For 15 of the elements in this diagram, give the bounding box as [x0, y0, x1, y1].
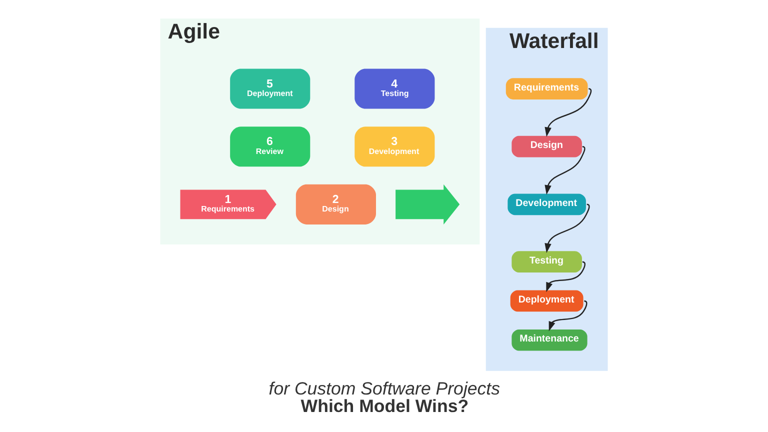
- node-box: Maintenance: [512, 329, 588, 351]
- node-arrow: [396, 184, 460, 224]
- node-box: Testing: [512, 251, 582, 272]
- arrow: [546, 261, 586, 292]
- node-box: Development: [508, 194, 586, 216]
- node-box: 2 Design: [296, 184, 376, 224]
- node-box: Deployment: [510, 290, 584, 312]
- node-box: 5 Deployment: [230, 68, 310, 109]
- diagram-title: for Custom Software Projects Which Model Wins?: [268, 378, 500, 416]
- node-box: Design: [512, 136, 582, 158]
- node-box: Requirements: [506, 78, 588, 100]
- node-box: 4 Testing: [354, 68, 435, 109]
- node-box: 3 Development: [354, 126, 435, 167]
- node-box: 6 Review: [230, 126, 310, 167]
- arrow: [548, 300, 588, 332]
